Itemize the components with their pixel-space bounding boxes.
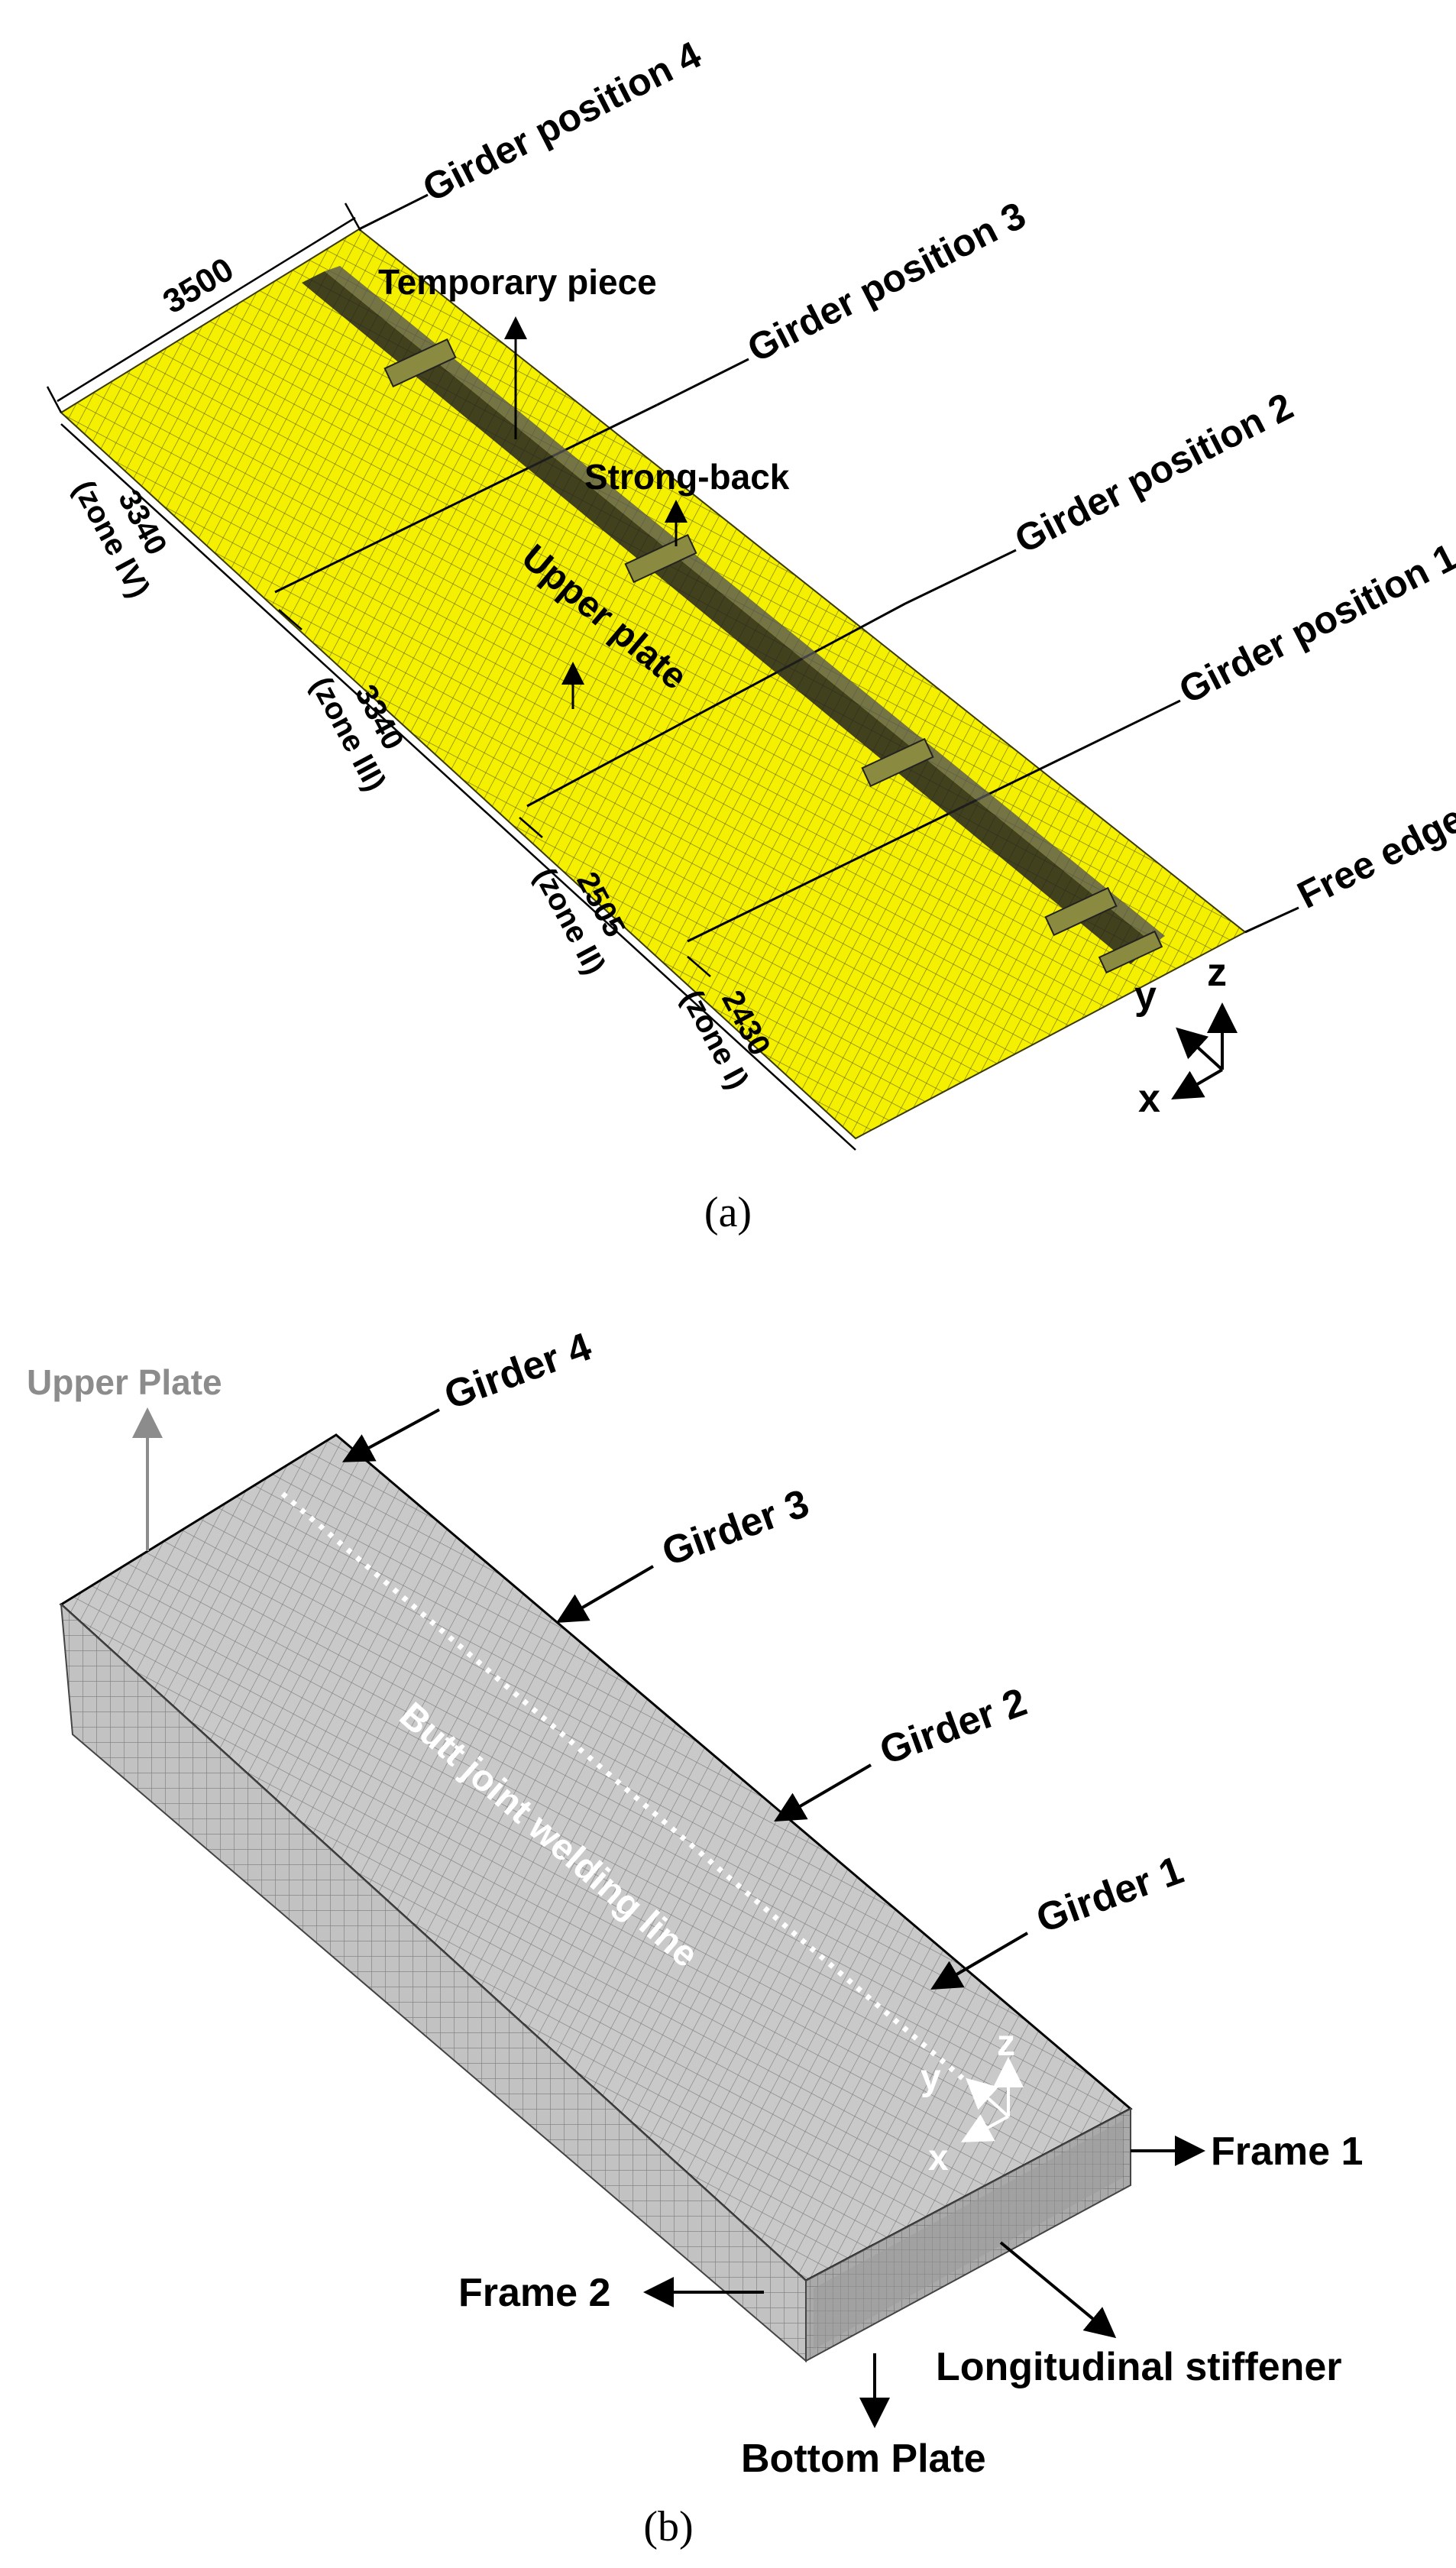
girder-arrows [341,1408,1029,1990]
girder-2-label: Girder 2 [874,1680,1032,1774]
axis-b-z: z [997,2023,1015,2064]
girder-line-1 [687,759,1059,943]
caption-b: (b) [643,2503,693,2550]
temporary-piece-label: Temporary piece [378,262,657,302]
frame-1-label: Frame 1 [1211,2129,1363,2174]
weld-strip [302,271,1153,964]
girder-position-1-label: Girder position 1 [1173,535,1456,712]
panel-a-leaders [358,193,1299,934]
panel-b: Butt joint welding line Upper Plate Gird… [27,1325,1363,2550]
weld-strip-edge [325,266,1165,944]
upper-plate-label-b: Upper Plate [27,1362,222,1402]
panel-b-leaders [643,2136,1205,2428]
girder-position-2-label: Girder position 2 [1008,384,1300,562]
axis-a-x: x [1138,1077,1160,1121]
girder-4-label: Girder 4 [438,1325,597,1419]
weld-line [280,1491,965,2081]
frame-2-label: Frame 2 [458,2271,610,2315]
girder-position-4-label: Girder position 4 [416,33,708,210]
girder-line-3 [274,403,658,594]
girder-1-label: Girder 1 [1031,1848,1189,1942]
axis-a-z: z [1207,950,1227,995]
axes-triad-a [1171,1002,1238,1100]
box-interior [814,2120,1123,2349]
longitudinal-stiffener-label: Longitudinal stiffener [936,2345,1342,2389]
free-edge-label: Free edge [1291,797,1456,917]
strong-backs [383,338,1163,974]
axis-b-x: x [928,2138,949,2178]
axis-a-y: y [1134,973,1157,1018]
bottom-plate-label: Bottom Plate [741,2437,986,2481]
caption-a: (a) [704,1189,752,1236]
panel-a: 3500 3340 (zone IV) 3340 (zone III) 2505… [46,33,1456,1236]
girder-line-2 [526,602,906,808]
girder-3-label: Girder 3 [656,1482,814,1575]
girder-lines [274,403,1059,943]
axes-triad-b [960,2057,1024,2142]
strong-back-label: Strong-back [584,457,790,497]
girder-position-3-label: Girder position 3 [741,193,1033,371]
zone-dimension-line [60,423,856,1151]
width-dimension [46,202,362,413]
axis-b-y: y [921,2058,941,2098]
